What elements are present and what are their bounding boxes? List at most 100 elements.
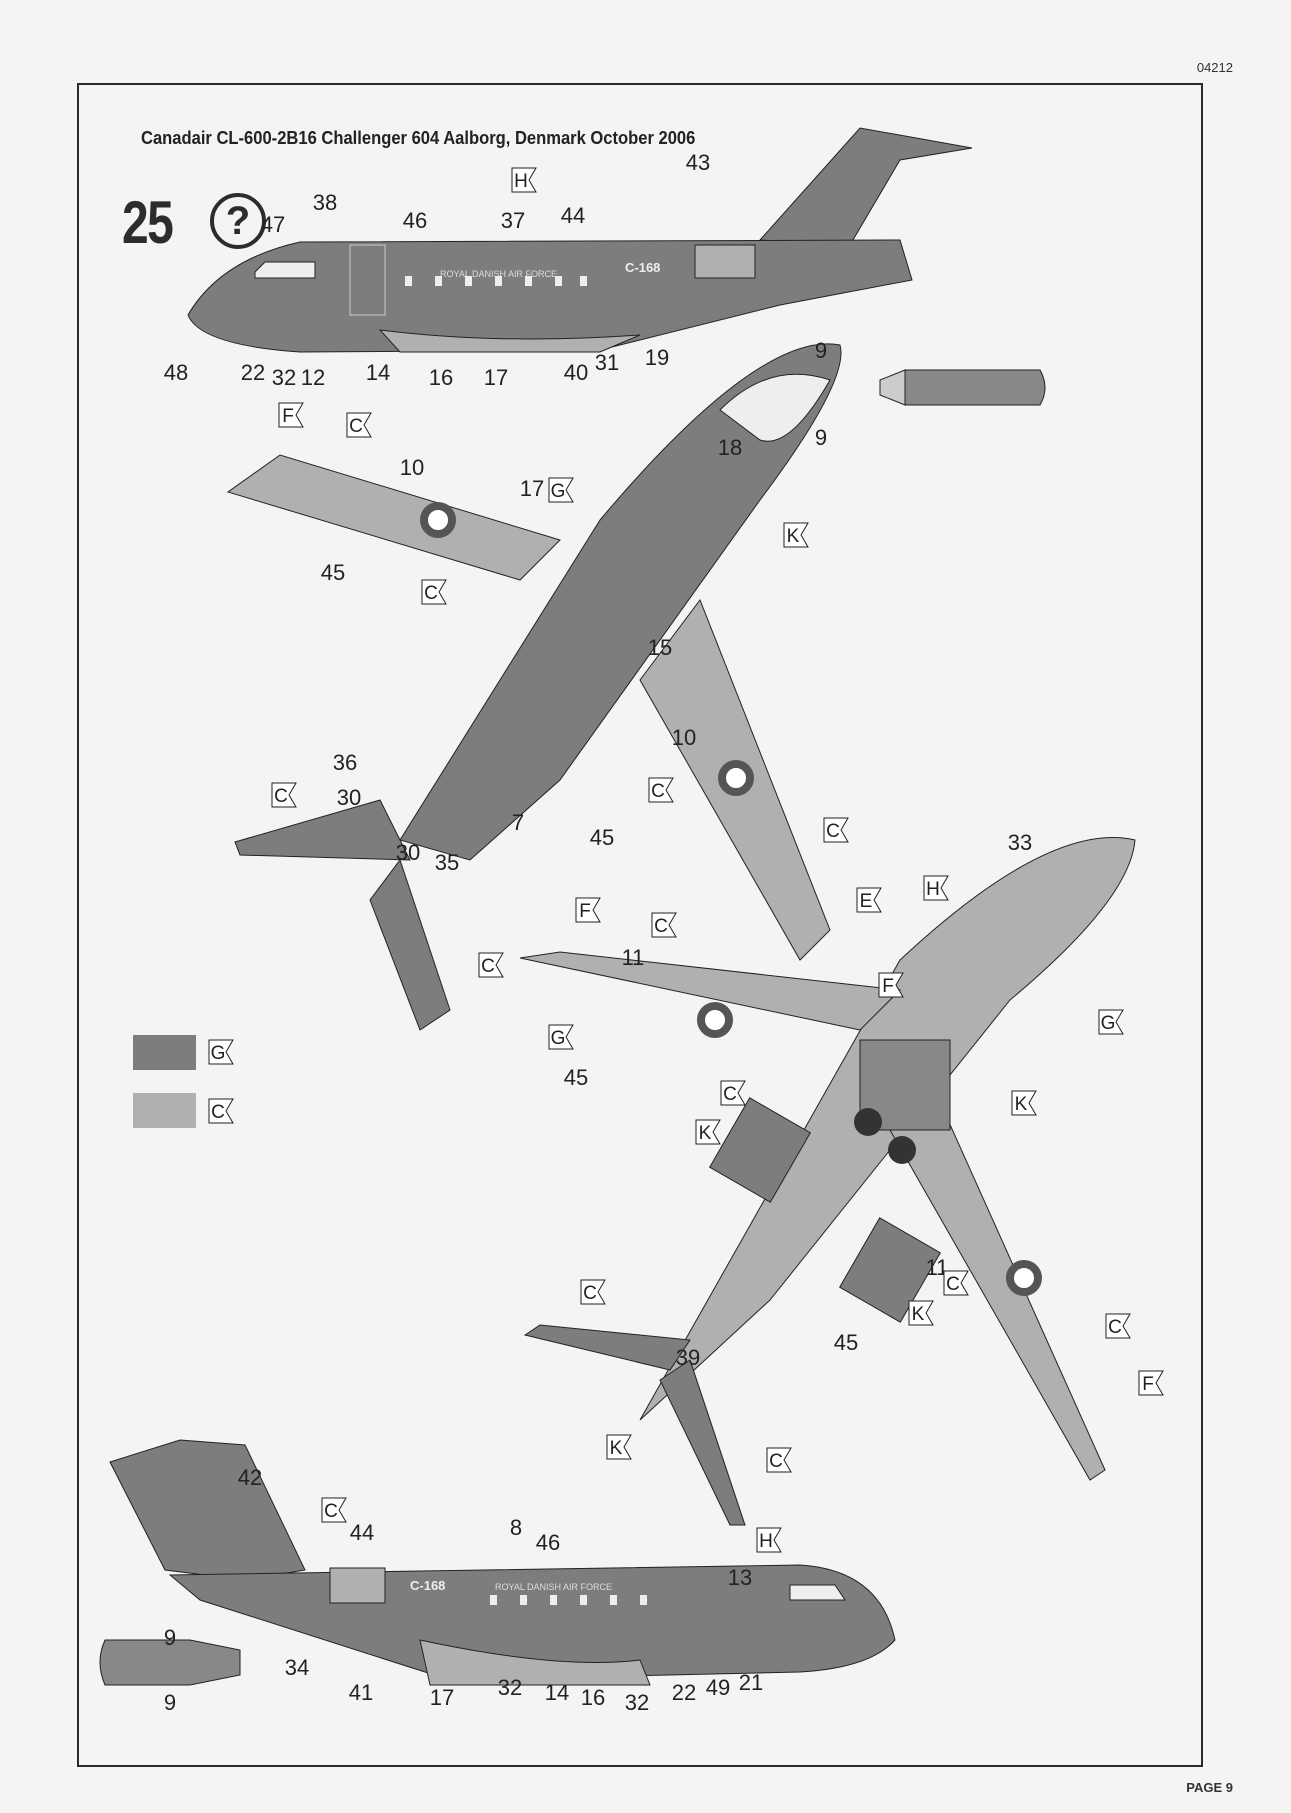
color-flag-C-flag-icon	[823, 817, 849, 843]
part-callout-45: 45	[834, 1330, 858, 1355]
color-flag-H-flag-icon	[511, 167, 537, 193]
color-flag-K: K	[610, 1438, 623, 1459]
color-flag-C-flag-icon	[943, 1270, 969, 1296]
color-flag-F: F	[282, 406, 294, 427]
registration-text: C-168	[625, 260, 660, 275]
color-flag-C-flag-icon	[1105, 1313, 1131, 1339]
color-flag-E: E	[860, 891, 873, 912]
part-callout-46: 46	[403, 208, 427, 233]
part-callout-16: 16	[581, 1685, 605, 1710]
color-flag-C-flag-icon	[271, 782, 297, 808]
registration-text-2: C-168	[410, 1578, 445, 1593]
part-callout-16: 16	[429, 365, 453, 390]
part-callout-10: 10	[672, 725, 696, 750]
color-flag-G: G	[1101, 1013, 1116, 1034]
part-callout-9: 9	[815, 338, 827, 363]
color-flag-C-flag-icon	[421, 579, 447, 605]
part-callout-44: 44	[561, 203, 585, 228]
legend-label-g: G	[211, 1043, 226, 1064]
color-flag-F: F	[1142, 1374, 1154, 1395]
part-callout-33: 33	[1008, 830, 1032, 855]
part-callout-39: 39	[676, 1345, 700, 1370]
color-flag-C: C	[481, 956, 495, 977]
color-flag-F-flag-icon	[278, 402, 304, 428]
side-view-right: C-168 ROYAL DANISH AIR FORCE	[99, 1439, 896, 1686]
color-flag-C: C	[424, 583, 438, 604]
part-callout-15: 15	[648, 635, 672, 660]
part-callout-32: 32	[498, 1675, 522, 1700]
part-callout-48: 48	[164, 360, 188, 385]
part-callout-41: 41	[349, 1680, 373, 1705]
part-callout-17: 17	[520, 476, 544, 501]
side-view-left: ROYAL DANISH AIR FORCE C-168	[187, 127, 1046, 406]
color-flag-C: C	[1108, 1317, 1122, 1338]
part-callout-35: 35	[435, 850, 459, 875]
color-flag-C: C	[826, 821, 840, 842]
document-code: 04212	[1196, 60, 1233, 75]
color-flag-C-flag-icon	[580, 1279, 606, 1305]
legend-label-g-flag-icon	[208, 1039, 234, 1065]
color-flag-K-flag-icon	[783, 522, 809, 548]
bottom-view	[519, 837, 1136, 1526]
part-callout-14: 14	[366, 360, 390, 385]
part-callout-14: 14	[545, 1680, 569, 1705]
color-flag-C: C	[583, 1283, 597, 1304]
color-flag-C: C	[723, 1084, 737, 1105]
color-flag-G-flag-icon	[1098, 1009, 1124, 1035]
color-flag-H: H	[514, 171, 528, 192]
part-callout-45: 45	[321, 560, 345, 585]
color-flag-F-flag-icon	[575, 897, 601, 923]
part-callout-31: 31	[595, 350, 619, 375]
part-callout-13: 13	[728, 1565, 752, 1590]
color-flag-C-flag-icon	[346, 412, 372, 438]
color-flag-H-flag-icon	[756, 1527, 782, 1553]
color-flag-C: C	[769, 1451, 783, 1472]
part-callout-21: 21	[739, 1670, 763, 1695]
color-flag-C: C	[946, 1274, 960, 1295]
part-callout-11: 11	[622, 945, 645, 970]
part-callout-17: 17	[430, 1685, 454, 1710]
color-flag-K: K	[1015, 1094, 1028, 1115]
legend-swatch-c	[133, 1093, 196, 1128]
color-flag-G-flag-icon	[548, 1024, 574, 1050]
part-callout-11: 11	[926, 1255, 949, 1280]
color-flag-F-flag-icon	[1138, 1370, 1164, 1396]
part-callout-37: 37	[501, 208, 525, 233]
part-callout-22: 22	[672, 1680, 696, 1705]
part-callout-10: 10	[400, 455, 424, 480]
part-callout-45: 45	[590, 825, 614, 850]
legend-swatch-g	[133, 1035, 196, 1070]
part-callout-22: 22	[241, 360, 265, 385]
part-callout-45: 45	[564, 1065, 588, 1090]
color-flag-F-flag-icon	[878, 972, 904, 998]
color-flag-F: F	[882, 976, 894, 997]
part-callout-38: 38	[313, 190, 337, 215]
color-flag-C: C	[324, 1501, 338, 1522]
color-flag-C-flag-icon	[321, 1497, 347, 1523]
color-flag-C: C	[274, 786, 288, 807]
part-callout-19: 19	[645, 345, 669, 370]
page-frame	[77, 83, 1203, 1767]
part-callout-30: 30	[337, 785, 361, 810]
part-callout-18: 18	[718, 435, 742, 460]
part-callout-9: 9	[164, 1625, 176, 1650]
legend-label-c-flag-icon	[208, 1098, 234, 1124]
fuselage-text-2: ROYAL DANISH AIR FORCE	[495, 1582, 612, 1592]
part-callout-17: 17	[484, 365, 508, 390]
color-flag-G-flag-icon	[548, 477, 574, 503]
part-callout-40: 40	[564, 360, 588, 385]
part-callout-32: 32	[625, 1690, 649, 1715]
color-flag-K: K	[699, 1123, 712, 1144]
color-flag-K-flag-icon	[1011, 1090, 1037, 1116]
part-callout-8: 8	[510, 1515, 522, 1540]
part-callout-9: 9	[815, 425, 827, 450]
part-callout-36: 36	[333, 750, 357, 775]
color-flag-C-flag-icon	[478, 952, 504, 978]
part-callout-34: 34	[285, 1655, 309, 1680]
part-callout-47: 47	[261, 212, 285, 237]
color-flag-C-flag-icon	[651, 912, 677, 938]
color-flag-H: H	[926, 879, 940, 900]
step-number: 25	[122, 189, 174, 256]
color-flag-K-flag-icon	[606, 1434, 632, 1460]
